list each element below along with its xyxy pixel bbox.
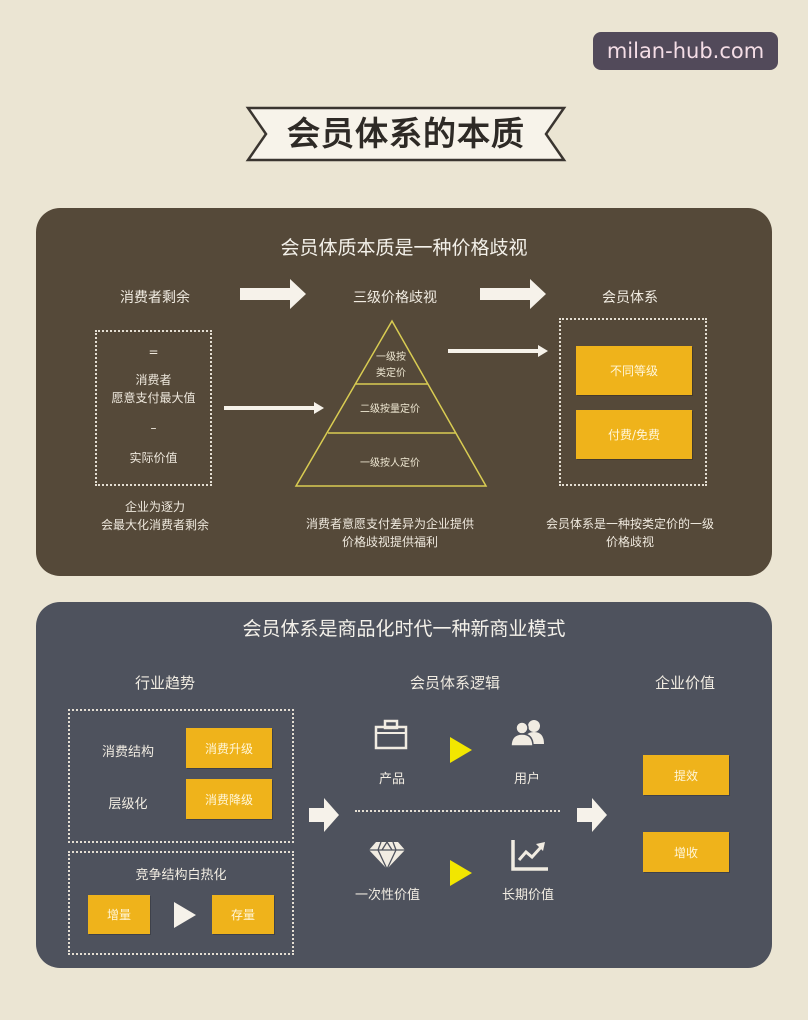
- col2-caption-line2: 价格歧视提供福利: [341, 535, 438, 549]
- formula-equals: =: [148, 345, 159, 359]
- logic-divider: [355, 810, 560, 812]
- consumption-structure-label: 消费结构: [101, 745, 154, 760]
- panel1-title: 会员体质本质是一种价格歧视: [280, 237, 528, 259]
- formula-term2: 实际价值: [129, 451, 178, 465]
- panel2-title: 会员体系是商品化时代一种新商业模式: [242, 618, 566, 640]
- formula-term1-line1: 消费者: [135, 373, 172, 387]
- formula-minus: –: [150, 421, 157, 435]
- play-triangle-icon: [174, 902, 196, 928]
- enterprise-value-heading: 企业价值: [654, 674, 715, 692]
- watermark-badge: milan-hub.com: [593, 32, 778, 70]
- user-label: 用户: [513, 772, 540, 787]
- col1-caption-line1: 企业为逐力: [124, 500, 185, 514]
- page-title: 会员体系的本质: [287, 114, 525, 153]
- product-label: 产品: [378, 772, 405, 787]
- competition-structure-box: [68, 851, 294, 955]
- users-icon: [510, 720, 544, 747]
- membership-system-heading: 会员体系: [602, 290, 658, 306]
- pyramid-tier1-line2: 类定价: [376, 368, 406, 379]
- col3-caption-line1: 会员体系是一种按类定价的一级: [545, 517, 714, 531]
- arrow-right-icon: [480, 279, 546, 309]
- pyramid-tier1-line1: 一级按: [376, 352, 406, 363]
- pyramid-tier3: 一级按人定价: [360, 458, 420, 469]
- long-term-value-label: 长期价值: [501, 888, 554, 903]
- revenue-box: 增收: [643, 832, 729, 872]
- thin-arrow-right-icon: [448, 345, 548, 357]
- consumer-surplus-heading: 消费者剩余: [120, 290, 190, 306]
- consumption-upgrade-box: 消费升级: [186, 728, 272, 768]
- membership-logic-heading: 会员体系逻辑: [409, 674, 500, 692]
- consumption-downgrade-box: 消费降级: [186, 779, 272, 819]
- pricing-pyramid: [294, 319, 488, 487]
- diamond-icon: [369, 841, 405, 870]
- membership-types-box: [559, 318, 707, 486]
- briefcase-icon: [374, 719, 408, 750]
- arrow-right-icon: [309, 798, 339, 832]
- arrow-right-icon: [240, 279, 306, 309]
- price-discrimination-heading: 三级价格歧视: [353, 290, 437, 306]
- col3-caption-line2: 价格歧视: [605, 535, 654, 549]
- tier-levels-box: 不同等级: [576, 346, 692, 395]
- play-triangle-icon: [450, 737, 472, 763]
- formula-term1-line2: 愿意支付最大值: [111, 391, 196, 405]
- consumption-structure-box: [68, 709, 294, 843]
- industry-trend-heading: 行业趋势: [134, 674, 195, 692]
- arrow-right-icon: [577, 798, 607, 832]
- efficiency-box: 提效: [643, 755, 729, 795]
- stratification-label: 层级化: [108, 797, 148, 812]
- stock-box: 存量: [212, 895, 274, 934]
- title-banner-ribbon: [245, 106, 567, 162]
- incremental-box: 增量: [88, 895, 150, 934]
- play-triangle-icon: [450, 860, 472, 886]
- consumer-surplus-formula-box: [95, 330, 212, 486]
- paid-free-box: 付费/免费: [576, 410, 692, 459]
- col1-caption-line2: 会最大化消费者剩余: [100, 518, 209, 532]
- competition-heading: 竞争结构白热化: [135, 868, 227, 883]
- thin-arrow-right-icon: [224, 402, 324, 414]
- growth-chart-icon: [511, 840, 548, 871]
- col2-caption-line1: 消费者意愿支付差异为企业提供: [305, 517, 474, 531]
- one-time-value-label: 一次性价值: [354, 888, 420, 903]
- pyramid-tier2: 二级按量定价: [360, 404, 420, 415]
